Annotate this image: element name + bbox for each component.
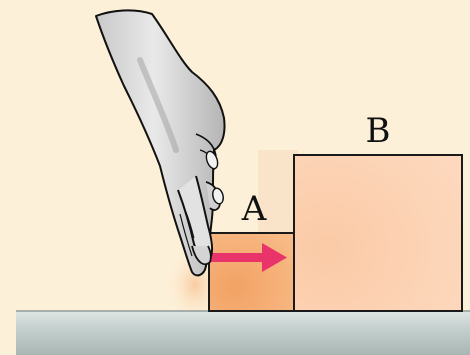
pushing-hand-icon: [96, 10, 225, 275]
block-a-label: A: [241, 189, 267, 229]
block-b: [294, 155, 462, 311]
block-a: [209, 233, 294, 311]
block-b-label: B: [366, 111, 391, 151]
floor: [16, 311, 470, 355]
